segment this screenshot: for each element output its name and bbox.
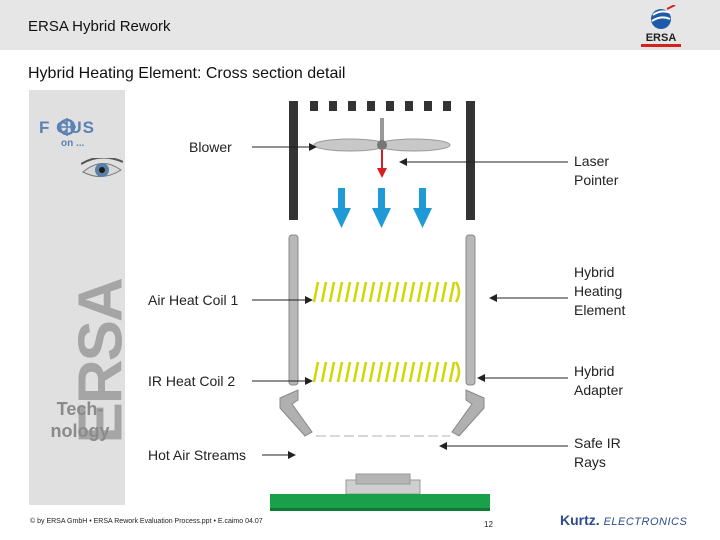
hybrid-element-line-2: Heating: [574, 283, 623, 299]
safe-ir-line-1: Safe IR: [574, 435, 621, 451]
air-heat-coil-label: Air Heat Coil 1: [148, 292, 239, 308]
logo-text: ERSA: [646, 32, 677, 44]
header-title: ERSA Hybrid Rework: [28, 18, 171, 35]
technology-line-1: Tech-: [56, 399, 104, 419]
safe-ir-rays-label: Safe IR Rays: [574, 434, 621, 472]
ersa-logo: ERSA: [641, 5, 681, 47]
technology-line-2: nology: [50, 421, 110, 441]
electronics-word: ELECTRONICS: [603, 516, 688, 528]
focus-sidebar: F CUS on ... ERSA Tech- nology: [29, 90, 125, 505]
laser-pointer-line-1: Laser: [574, 153, 610, 169]
air-heat-coil-1: [312, 281, 461, 303]
hybrid-adapter: [279, 389, 485, 437]
header-bar: ERSA Hybrid Rework ERSA: [0, 0, 720, 50]
ir-heat-coil-label: IR Heat Coil 2: [148, 373, 236, 389]
air-flow-arrows: [332, 188, 432, 228]
blower-fan-icon: [313, 118, 451, 152]
hybrid-element-line-3: Element: [574, 302, 626, 318]
technology-word: Tech- nology: [35, 398, 125, 442]
leader-lines: [252, 143, 568, 459]
page-number: 12: [484, 520, 493, 529]
kurtz-brand: Kurtz.: [560, 512, 600, 528]
hot-air-streams-label: Hot Air Streams: [148, 447, 247, 463]
blower-housing: [289, 101, 475, 220]
safe-ir-line-2: Rays: [574, 454, 606, 470]
blower-label: Blower: [189, 139, 232, 155]
crosshair-icon: [58, 118, 76, 136]
hybrid-adapter-label: Hybrid Adapter: [574, 362, 623, 400]
kurtz-electronics-logo: Kurtz. ELECTRONICS: [560, 512, 687, 528]
laser-pointer-line-2: Pointer: [574, 172, 619, 188]
hybrid-adapter-line-1: Hybrid: [574, 363, 615, 379]
hybrid-element-line-1: Hybrid: [574, 264, 615, 280]
focus-on-word: on ...: [61, 138, 85, 149]
slide-title: Hybrid Heating Element: Cross section de…: [28, 65, 346, 82]
footer-copyright: © by ERSA GmbH • ERSA Rework Evaluation …: [30, 518, 263, 525]
laser-pointer-label: Laser Pointer: [574, 152, 618, 190]
hybrid-element-walls: [288, 234, 476, 386]
eye-icon: [81, 158, 123, 177]
ir-heat-coil-2: [312, 361, 461, 383]
hybrid-adapter-line-2: Adapter: [574, 382, 624, 398]
hybrid-heating-element-label: Hybrid Heating Element: [574, 263, 625, 320]
pcb-assembly: [270, 473, 490, 511]
laser-arrow: [377, 150, 387, 178]
